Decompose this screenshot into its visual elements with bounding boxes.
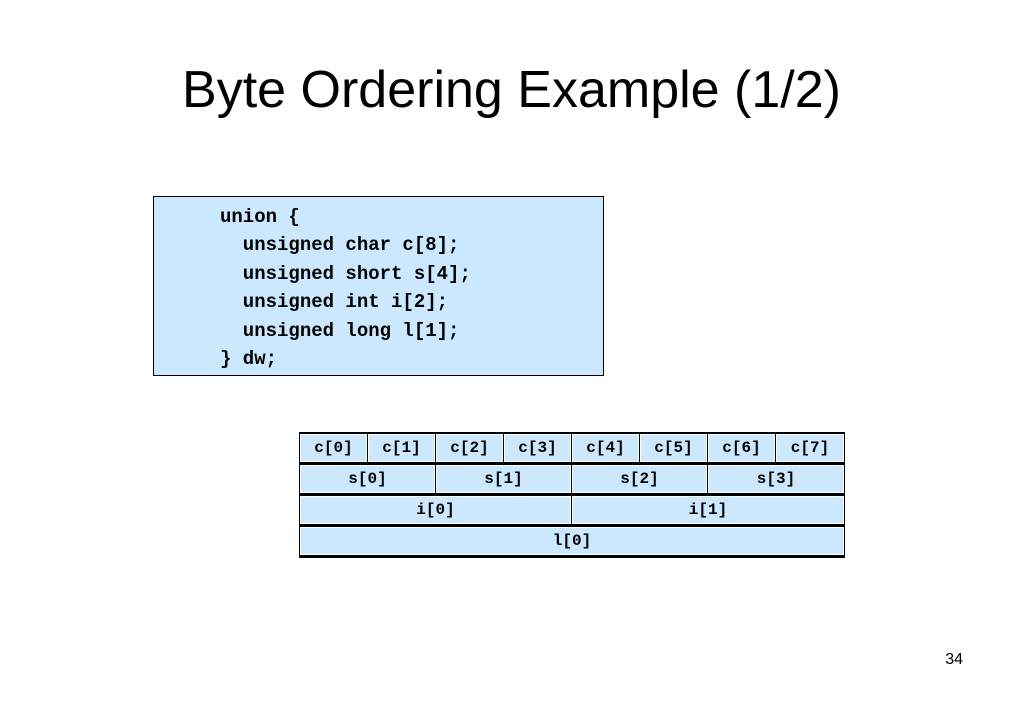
code-line: unsigned char c[8]; bbox=[220, 234, 460, 257]
cell-c7: c[7] bbox=[776, 434, 844, 462]
cell-c6: c[6] bbox=[708, 434, 775, 462]
short-array-row: s[0] s[1] s[2] s[3] bbox=[300, 465, 844, 493]
cell-s3: s[3] bbox=[708, 465, 844, 493]
char-array-row: c[0] c[1] c[2] c[3] c[4] c[5] c[6] c[7] bbox=[300, 434, 844, 462]
cell-i1: i[1] bbox=[572, 496, 844, 524]
code-lines: union { unsigned char c[8]; unsigned sho… bbox=[220, 203, 471, 373]
cell-s2: s[2] bbox=[572, 465, 707, 493]
cell-c5: c[5] bbox=[640, 434, 707, 462]
cell-c0: c[0] bbox=[300, 434, 367, 462]
cell-l0: l[0] bbox=[300, 527, 844, 555]
long-array-row: l[0] bbox=[300, 527, 844, 555]
cell-s1: s[1] bbox=[436, 465, 571, 493]
code-line: unsigned long l[1]; bbox=[220, 319, 460, 342]
code-box: union { unsigned char c[8]; unsigned sho… bbox=[153, 196, 604, 376]
cell-i0: i[0] bbox=[300, 496, 571, 524]
cell-s0: s[0] bbox=[300, 465, 435, 493]
int-array-row: i[0] i[1] bbox=[300, 496, 844, 524]
code-line: union { bbox=[220, 206, 300, 228]
memory-layout-diagram: c[0] c[1] c[2] c[3] c[4] c[5] c[6] c[7] … bbox=[299, 432, 845, 558]
cell-c3: c[3] bbox=[504, 434, 571, 462]
code-line: unsigned int i[2]; bbox=[220, 291, 449, 314]
cell-c4: c[4] bbox=[572, 434, 639, 462]
cell-c1: c[1] bbox=[368, 434, 435, 462]
cell-c2: c[2] bbox=[436, 434, 503, 462]
code-line: unsigned short s[4]; bbox=[220, 262, 471, 285]
page-number: 34 bbox=[945, 651, 963, 668]
slide-title: Byte Ordering Example (1/2) bbox=[182, 61, 841, 119]
code-line: } dw; bbox=[220, 348, 278, 371]
